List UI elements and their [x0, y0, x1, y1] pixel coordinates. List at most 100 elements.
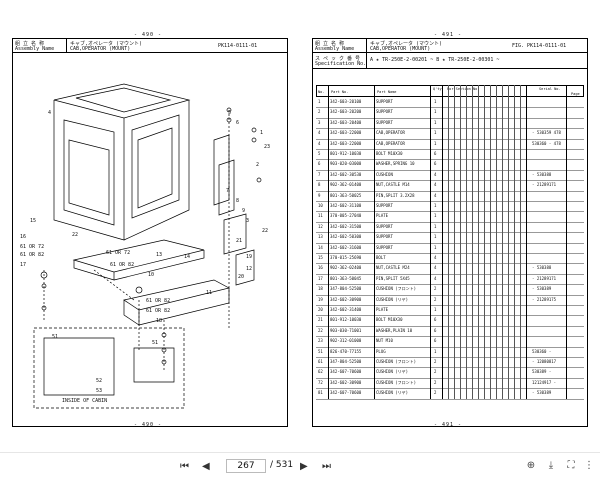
cell-part-name: CUSHION (リヤ) [376, 369, 409, 375]
callout-label: 4 [48, 110, 52, 116]
callout-label: 20 [238, 274, 245, 280]
page-number-top: - 491 - [434, 32, 463, 38]
column-divider [496, 85, 497, 399]
row-divider [316, 138, 584, 140]
callout-label: 23 [264, 144, 271, 150]
page-number-input[interactable]: 267 [226, 459, 266, 473]
cell-part-no: 347-804-52500 [330, 286, 362, 292]
cell-part-no: 342-602-31400 [330, 307, 362, 312]
cell-part-no: 342-602-30900 [330, 379, 362, 385]
column-divider [460, 85, 461, 399]
cell-part-name: CUSHION (リヤ) [376, 390, 409, 396]
previous-page-button[interactable]: ◀ [202, 461, 210, 472]
row-divider [316, 128, 584, 130]
cell-qty: 1 [434, 119, 437, 125]
cell-serial: - 21289175 [532, 296, 557, 302]
callout-label: 1 [260, 130, 264, 136]
cell-serial: 530360 - [532, 348, 552, 354]
last-page-button[interactable]: ⏭ [322, 461, 331, 472]
first-page-button[interactable]: ⏮ [180, 461, 189, 472]
more-icon[interactable]: ⋮ [584, 460, 594, 471]
cell-qty: 1 [434, 223, 437, 229]
assembly-label: Assembly Name [315, 46, 355, 52]
cell-no: 23 [318, 338, 323, 344]
callout-label: 13 [156, 252, 163, 258]
cell-part-name: PIN,SPLIT 5X45 [376, 275, 410, 281]
column-divider [514, 85, 515, 399]
inside-cabin-label: INSIDE OF CABIN [62, 398, 108, 404]
cell-part-name: SUPPORT [376, 244, 393, 250]
row-divider [316, 232, 584, 234]
cell-no: 1 [318, 99, 321, 104]
cell-no: 7 [318, 171, 321, 177]
row-divider [316, 325, 584, 327]
cell-no: 12 [318, 223, 323, 229]
cell-no: 9 [318, 192, 321, 198]
cell-serial: 530389 - [532, 369, 552, 375]
header-divider [12, 52, 288, 53]
column-divider [448, 85, 449, 399]
assembly-name: CAB,OPERATOR (MOUNT) [370, 46, 431, 52]
cell-part-name: NUT,CASTLE M24 [376, 265, 410, 271]
cell-no: 16 [318, 265, 323, 271]
cell-qty: 1 [434, 307, 437, 312]
zoom-icon[interactable]: ⊕ [526, 460, 536, 471]
col-section: For Section No. [447, 87, 480, 91]
cell-qty: 4 [434, 182, 437, 188]
callout-label: 5 [228, 110, 232, 116]
cell-part-name: SUPPORT [376, 234, 393, 240]
cell-qty: 1 [434, 109, 437, 115]
assembly-label: Assembly Name [15, 46, 55, 52]
cell-part-name: PLATE [376, 213, 389, 219]
cell-no: 15 [318, 255, 323, 260]
cell-serial: - 12080817 [532, 359, 557, 364]
cell-no: 5 [318, 151, 321, 156]
fullscreen-icon[interactable]: ⛶ [567, 460, 575, 471]
row-divider [316, 211, 584, 213]
callout-label: 14 [184, 254, 191, 260]
cell-serial: - 530389 [532, 390, 552, 396]
cell-part-name: SUPPORT [376, 203, 393, 208]
cell-part-no: 801-363-50025 [330, 192, 362, 198]
callout-label: 61 OR 72 [20, 244, 45, 250]
cell-serial: - 530359 478 [532, 130, 561, 136]
cell-qty: 2 [434, 359, 437, 364]
download-icon[interactable]: ⤓ [548, 460, 554, 471]
column-divider [490, 85, 491, 399]
callout-label: 15 [30, 218, 37, 224]
callout-label: 51 [152, 340, 159, 346]
callout-label: 18 [156, 318, 163, 324]
header-divider [312, 52, 588, 53]
cell-part-name: CAB,OPERATOR [376, 140, 405, 146]
cell-serial: - 530388 [532, 171, 552, 177]
col-part-no: Part No. [331, 90, 349, 94]
cell-no: 18 [318, 286, 323, 292]
cell-part-no: 342-603-22000 [330, 130, 362, 136]
cell-qty: 6 [434, 327, 437, 333]
header-sep [66, 38, 67, 52]
next-page-button[interactable]: ▶ [300, 461, 308, 472]
header-sep [366, 38, 367, 68]
row-divider [316, 377, 584, 379]
cell-no: 22 [318, 327, 323, 333]
cell-qty: 1 [434, 203, 437, 208]
cell-part-name: WASHER,PLAIN 10 [376, 327, 413, 333]
row-divider [316, 315, 584, 317]
cell-qty: 4 [434, 192, 437, 198]
column-divider [484, 85, 485, 399]
cell-no: 21 [318, 317, 323, 323]
cell-no: 10 [318, 203, 323, 208]
cell-no: 14 [318, 244, 323, 250]
row-divider [316, 149, 584, 150]
cell-part-no: 342-602-31500 [330, 223, 362, 229]
col-serial: Serial No. [539, 87, 561, 91]
document-viewer: - 490 - 組 立 名 称 Assembly Name キャブ,オペレータ … [12, 32, 588, 428]
row-divider [316, 398, 584, 400]
column-divider [466, 85, 467, 399]
cell-part-name: CUSHION (フロント) [376, 359, 417, 364]
